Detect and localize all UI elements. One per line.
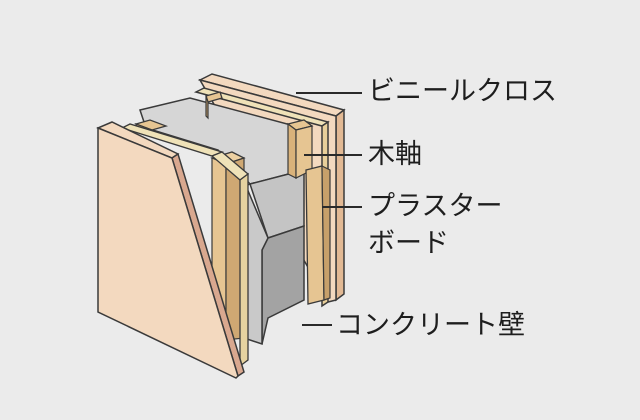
label-plaster-board-line2: ボード [368, 228, 449, 259]
label-wood-frame: 木軸 [368, 139, 422, 170]
label-plaster-board-line1: プラスター [368, 191, 503, 222]
front-plaster-board [120, 123, 250, 368]
label-vinyl-cloth: ビニールクロス [368, 76, 557, 107]
front-vinyl-cloth-panel [96, 121, 245, 379]
label-concrete-wall: コンクリート壁 [336, 310, 525, 341]
leader-lines [296, 92, 362, 326]
